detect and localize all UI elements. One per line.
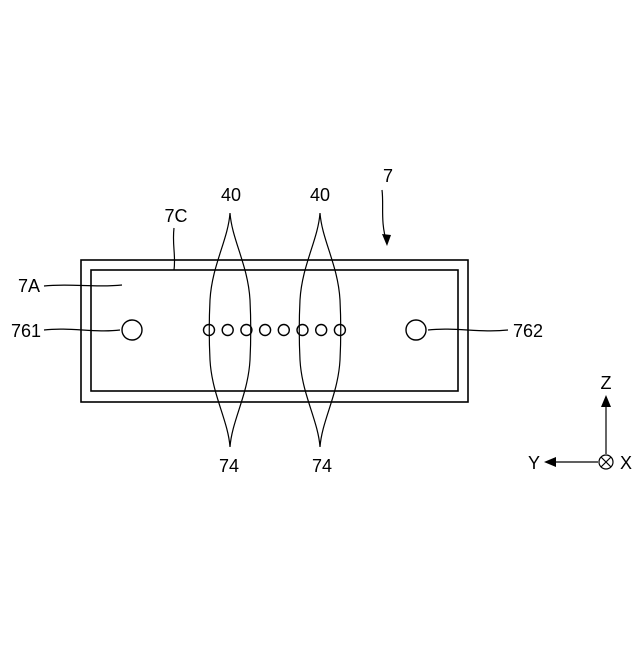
y-arrow-icon	[544, 457, 556, 467]
axis-label-z: Z	[601, 373, 612, 393]
label-device: 7	[383, 166, 393, 186]
label-74-left: 74	[219, 456, 239, 476]
small-hole	[222, 325, 233, 336]
label-40-left: 40	[221, 185, 241, 205]
small-hole	[334, 325, 345, 336]
small-hole	[260, 325, 271, 336]
leader-7a	[44, 285, 122, 286]
axis-label-y: Y	[528, 453, 540, 473]
small-hole-row	[204, 325, 346, 336]
label-40-right: 40	[310, 185, 330, 205]
z-arrow-icon	[601, 395, 611, 407]
label-7c: 7C	[164, 206, 187, 226]
hole-762	[406, 320, 426, 340]
axis-indicator: Z Y X	[528, 373, 632, 473]
label-761: 761	[11, 321, 41, 341]
top-surface	[91, 270, 458, 391]
small-hole	[278, 325, 289, 336]
label-762: 762	[513, 321, 543, 341]
leader-7c	[173, 228, 174, 270]
arrowhead-7	[382, 234, 391, 246]
leader-761	[44, 329, 120, 331]
axis-label-x: X	[620, 453, 632, 473]
label-74-right: 74	[312, 456, 332, 476]
hole-761	[122, 320, 142, 340]
small-hole	[316, 325, 327, 336]
label-7a: 7A	[18, 276, 40, 296]
